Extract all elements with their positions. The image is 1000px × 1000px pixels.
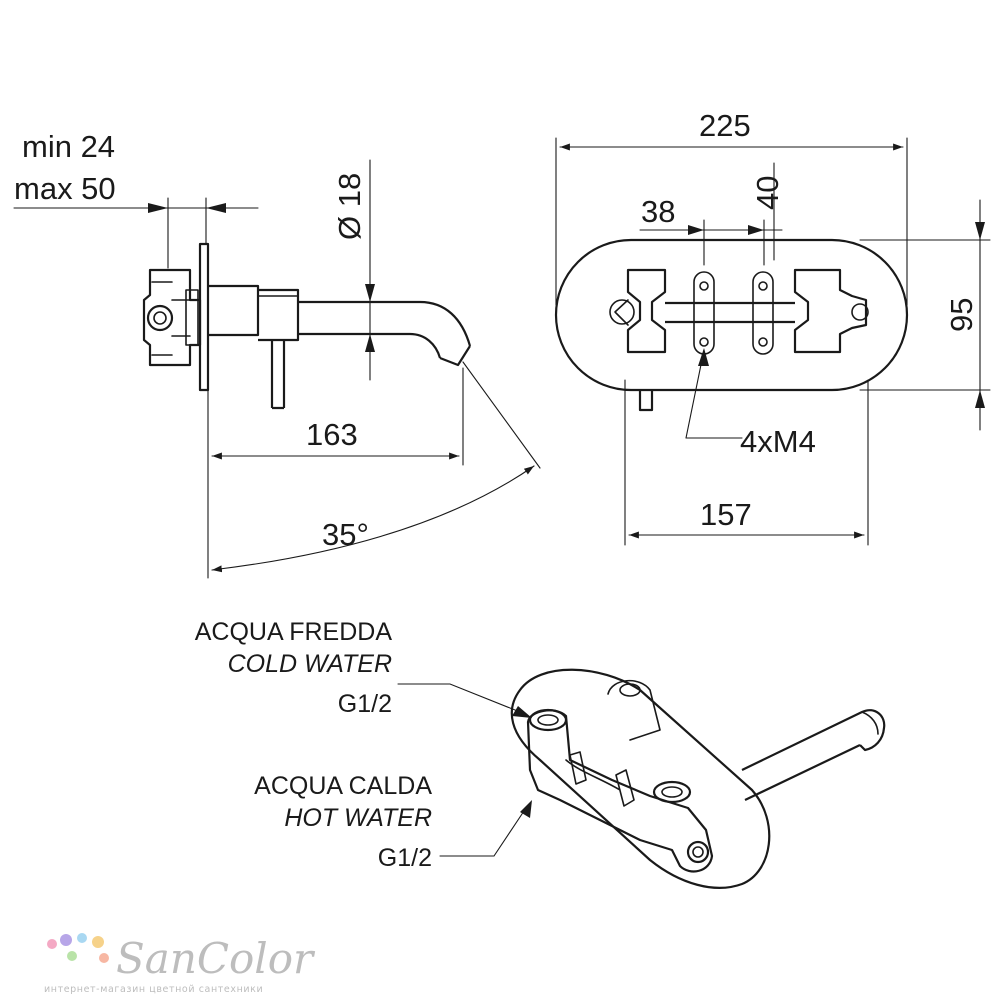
cold-water-leader [397, 683, 521, 713]
hole-spacing-label: 38 [641, 194, 675, 229]
vertical-spacing-label: 40 [750, 176, 785, 210]
diameter-arrow-top [365, 284, 375, 302]
watermark: SanColor интернет-магазин цветной сантех… [44, 933, 316, 995]
watermark-dot [47, 939, 57, 949]
valve-body-side [142, 268, 202, 367]
side-view: min 24 max 50 Ø 18 [13, 129, 541, 579]
watermark-tagline: интернет-магазин цветной сантехники [44, 984, 263, 995]
wall-plate-front [554, 238, 909, 392]
watermark-dot [92, 936, 104, 948]
spout-side [208, 284, 472, 410]
total-width-label: 225 [699, 108, 751, 143]
wall-min-label: min 24 [22, 129, 115, 164]
hot-water-leader-arrow [520, 800, 532, 818]
isometric-view [510, 668, 886, 889]
cold-water-italian-label: ACQUA FREDDA [195, 618, 393, 646]
wall-dim-arrow-right [206, 203, 226, 213]
cold-water-leader-arrow [512, 706, 532, 718]
wall-dim-arrow-left [148, 203, 168, 213]
height-label: 95 [944, 298, 979, 332]
hot-water-italian-label: ACQUA CALDA [254, 772, 432, 800]
hot-water-english-label: HOT WATER [284, 804, 432, 832]
watermark-brand: SanColor [116, 934, 316, 983]
screws-label: 4xM4 [740, 424, 816, 459]
screws-leader-arrow [698, 348, 709, 366]
height-arrow-bottom [975, 390, 985, 408]
front-view: 225 38 40 95 [554, 108, 991, 546]
hot-water-leader [439, 807, 527, 857]
diameter-label: Ø 18 [332, 173, 367, 240]
watermark-dot [99, 953, 109, 963]
height-arrow-top [975, 222, 985, 240]
wall-max-label: max 50 [14, 171, 116, 206]
cold-inlet [528, 708, 568, 732]
hot-water-thread-label: G1/2 [378, 844, 432, 872]
swivel-ray [462, 361, 541, 469]
hole-spacing-arrow-left [688, 225, 704, 235]
cold-water-callout: ACQUA FREDDA COLD WATER G1/2 [195, 618, 532, 718]
hot-inlet [652, 780, 692, 804]
watermark-dot [60, 934, 72, 946]
hole-spacing-arrow-right [748, 225, 764, 235]
plate-width-label: 157 [700, 497, 752, 532]
watermark-dot [77, 933, 87, 943]
cold-water-thread-label: G1/2 [338, 690, 392, 718]
valve-body-front [609, 268, 869, 412]
wall-plate-side [198, 242, 210, 392]
projection-label: 163 [306, 417, 358, 452]
diameter-arrow-bottom [365, 334, 375, 352]
watermark-dot [67, 951, 77, 961]
cold-water-english-label: COLD WATER [228, 650, 392, 678]
hot-water-callout: ACQUA CALDA HOT WATER G1/2 [254, 772, 532, 872]
swivel-angle-label: 35° [322, 517, 369, 552]
swivel-arc [211, 465, 535, 573]
